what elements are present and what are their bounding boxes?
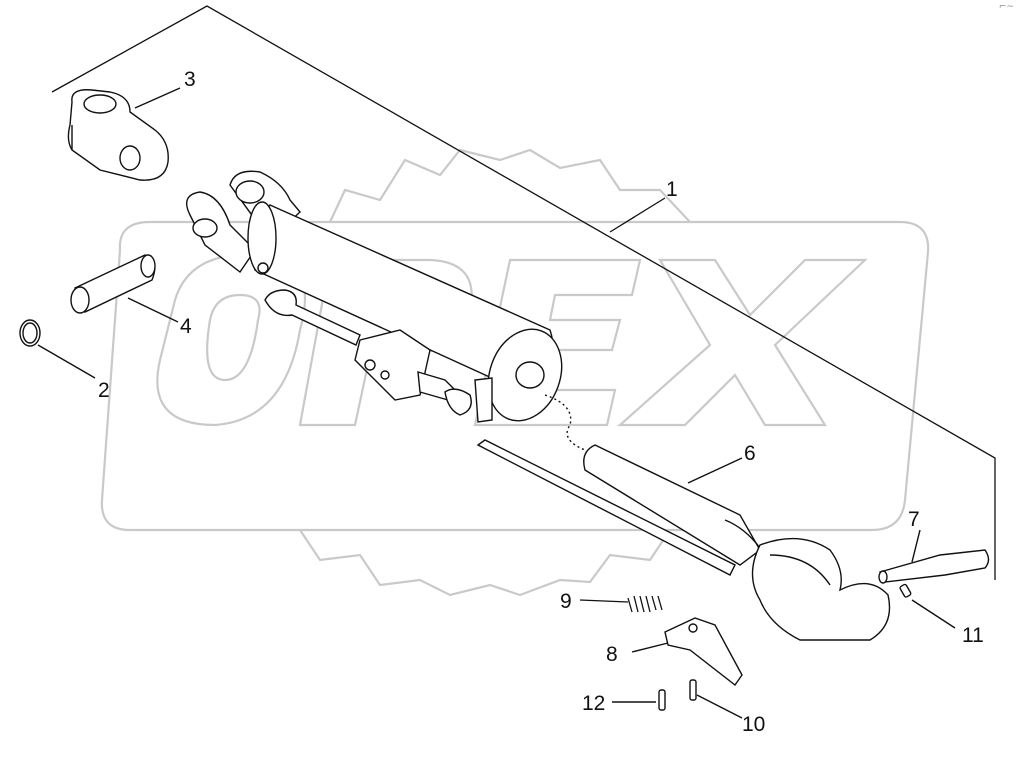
part-7-latch-pin [878, 529, 990, 584]
callout-2: 2 [98, 379, 110, 402]
callout-9: 9 [560, 590, 572, 613]
assembly-bracket-1 [51, 5, 996, 580]
callout-11: 11 [962, 624, 984, 647]
callout-1: 1 [666, 178, 678, 201]
part-4-pin [70, 254, 179, 323]
callout-3: 3 [184, 68, 196, 91]
part-11-roll-pin [899, 583, 956, 629]
part-9-spring [579, 595, 663, 613]
callout-10: 10 [742, 713, 765, 736]
callout-6: 6 [744, 442, 756, 465]
part-8-latch-plate [631, 617, 743, 687]
part-6-hook-end [476, 439, 891, 641]
part-3-link-eye [67, 87, 181, 181]
callout-4: 4 [180, 315, 192, 338]
part-2-retaining-ring [19, 319, 96, 379]
part-10-pin [689, 679, 743, 719]
part-1-hydraulic-cylinder [186, 170, 586, 451]
corner-mark: ⌐~ [998, 2, 1014, 12]
callout-12: 12 [582, 692, 605, 715]
callout-8: 8 [606, 643, 618, 666]
part-12-pin [612, 689, 666, 711]
callout-7: 7 [908, 508, 920, 531]
